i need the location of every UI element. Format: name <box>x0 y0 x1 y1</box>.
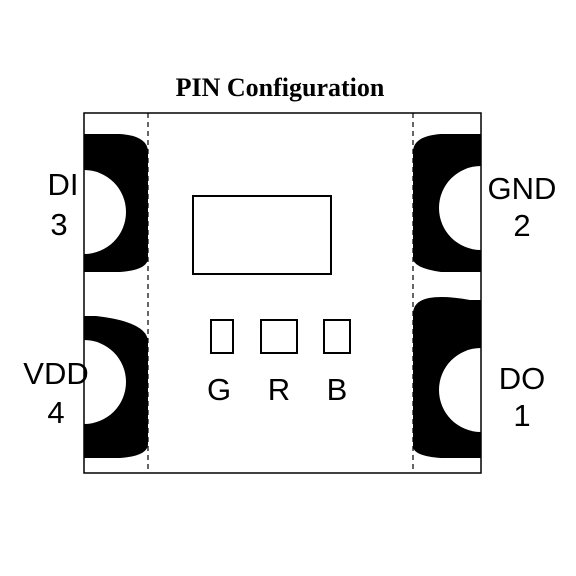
pin-name-di: DI <box>48 167 79 202</box>
diagram-title: PIN Configuration <box>176 73 385 102</box>
led-label-green: G <box>207 372 231 407</box>
pin-number-do: 1 <box>513 398 530 433</box>
pin-name-vdd: VDD <box>23 356 88 391</box>
pin-number-vdd: 4 <box>47 395 64 430</box>
pin-number-gnd: 2 <box>513 208 530 243</box>
pin-pad-gnd <box>413 134 481 272</box>
led-die-blue <box>323 319 351 354</box>
chip-window <box>192 195 332 275</box>
pin-name-do: DO <box>499 361 546 396</box>
pin-name-gnd: GND <box>488 171 557 206</box>
pin-pad-di <box>84 134 148 272</box>
led-label-blue: B <box>327 372 348 407</box>
pin-number-di: 3 <box>50 207 67 242</box>
led-die-green <box>210 319 234 354</box>
package-outline <box>83 112 482 474</box>
led-label-red: R <box>268 372 290 407</box>
pin-pad-vdd <box>84 316 148 458</box>
led-die-red <box>260 319 298 354</box>
pin-pad-do <box>413 297 481 458</box>
